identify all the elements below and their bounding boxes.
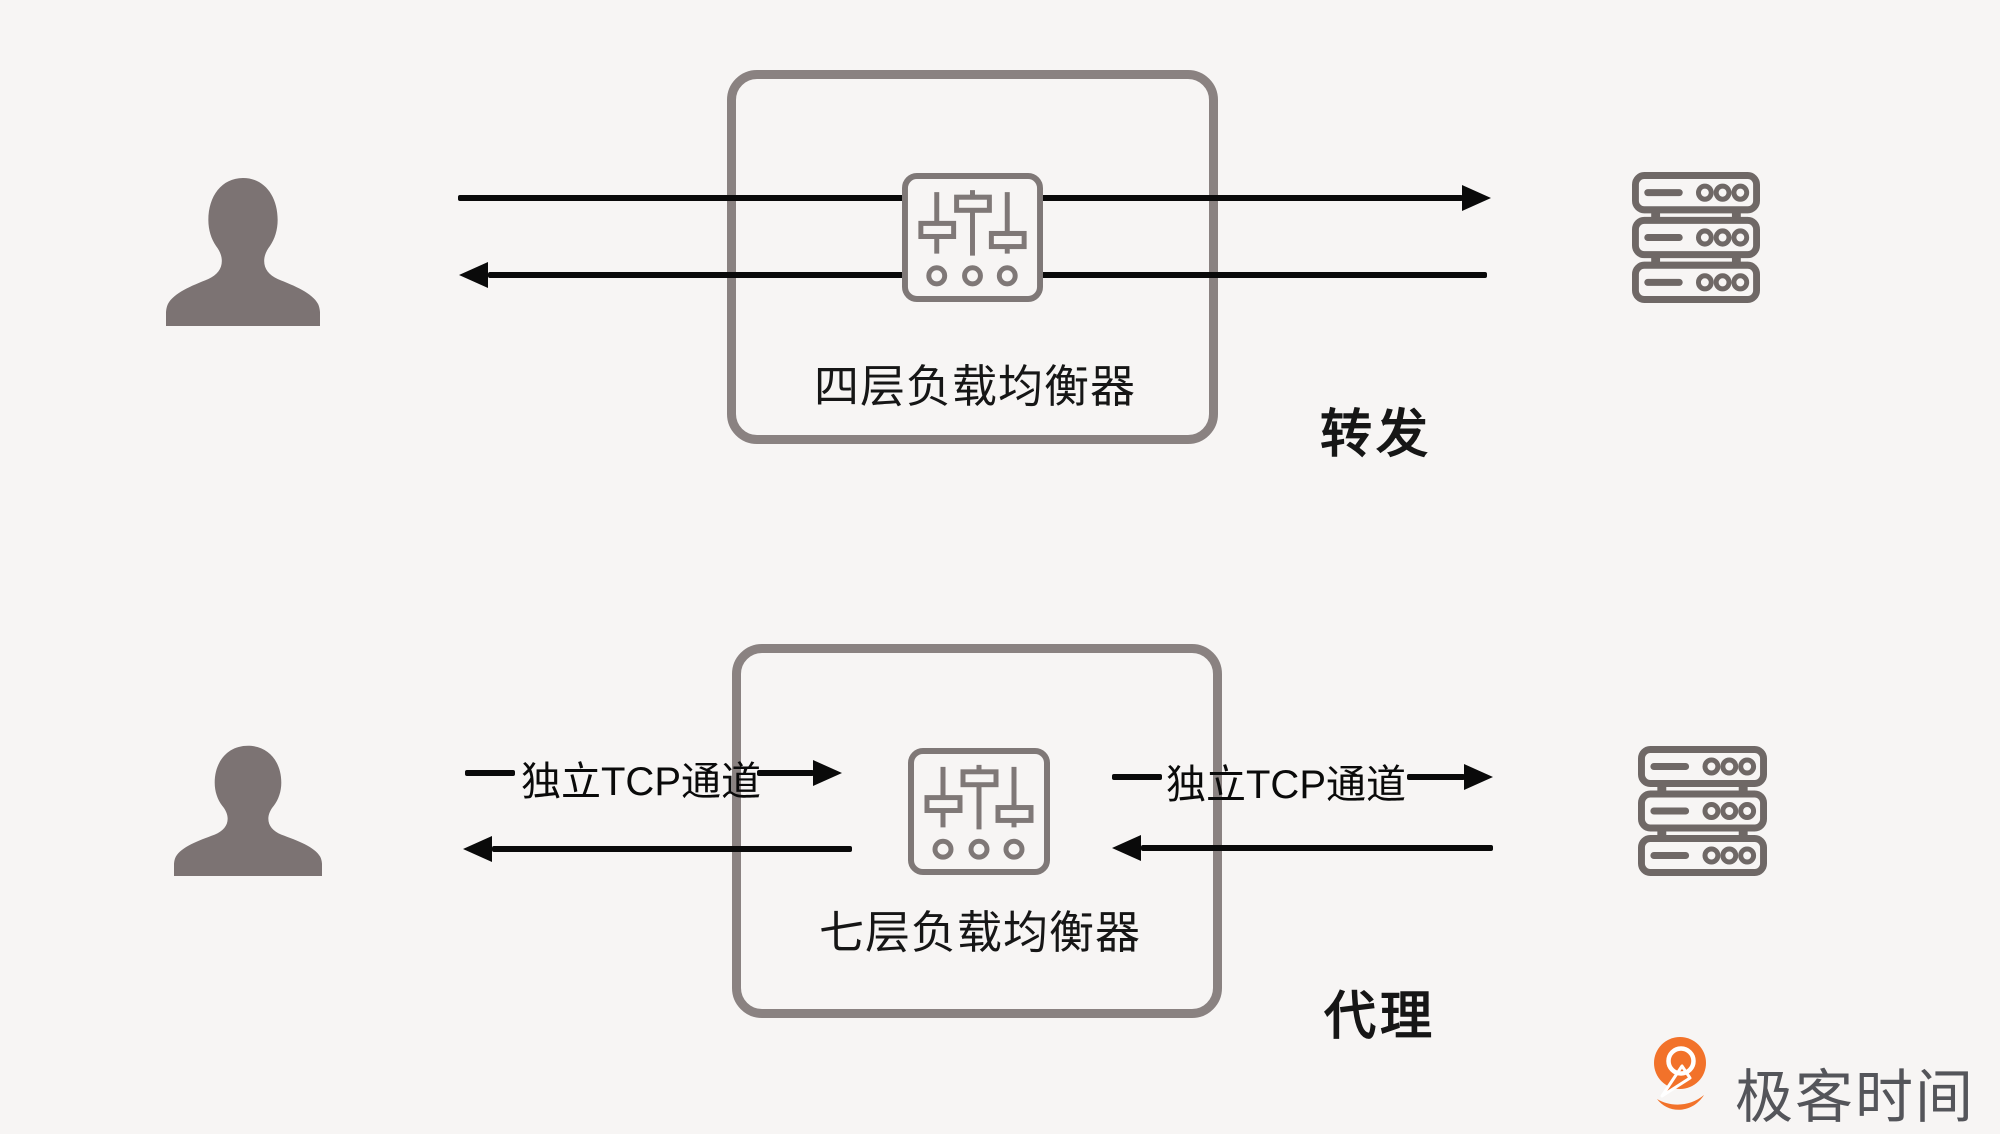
user-icon bbox=[166, 176, 320, 326]
l4-load-balancer-sliders-icon bbox=[902, 173, 1043, 302]
l7-left-response-line bbox=[492, 846, 852, 852]
user-icon bbox=[174, 744, 322, 876]
l7-balancer-box bbox=[732, 644, 1222, 1018]
l7-mode-label: 代理 bbox=[1324, 988, 1437, 1046]
l7-right-request-arrowhead-icon bbox=[1464, 764, 1493, 790]
l7-left-request-arrowhead-icon bbox=[813, 760, 842, 786]
l7-right-channel-label: 独立TCP通道 bbox=[1166, 763, 1406, 807]
l7-balancer-label: 七层负载均衡器 bbox=[818, 907, 1142, 958]
l7-left-channel-label: 独立TCP通道 bbox=[521, 760, 761, 804]
l4-balancer-label: 四层负载均衡器 bbox=[813, 361, 1137, 412]
server-stack-icon bbox=[1632, 172, 1760, 303]
l4-mode-label: 转发 bbox=[1320, 406, 1433, 464]
geektime-pin-icon bbox=[1652, 1036, 1708, 1120]
l7-right-response-line bbox=[1141, 845, 1493, 851]
l7-right-channel-dash bbox=[1112, 774, 1162, 780]
l4-balancer-box bbox=[727, 70, 1218, 444]
l7-left-channel-dash bbox=[465, 770, 515, 776]
l7-right-response-arrowhead-icon bbox=[1112, 835, 1141, 861]
geektime-logo: 极客时间 bbox=[1652, 1036, 1992, 1130]
l7-load-balancer-sliders-icon bbox=[908, 748, 1050, 875]
l7-left-response-arrowhead-icon bbox=[463, 836, 492, 862]
l7-left-request-line bbox=[757, 770, 814, 776]
l7-right-request-line bbox=[1407, 774, 1465, 780]
geektime-logo-text: 极客时间 bbox=[1735, 1065, 1976, 1130]
server-stack-icon bbox=[1638, 746, 1767, 876]
l4-request-arrowhead-icon bbox=[1462, 185, 1491, 211]
l4-response-arrowhead-icon bbox=[459, 262, 488, 288]
